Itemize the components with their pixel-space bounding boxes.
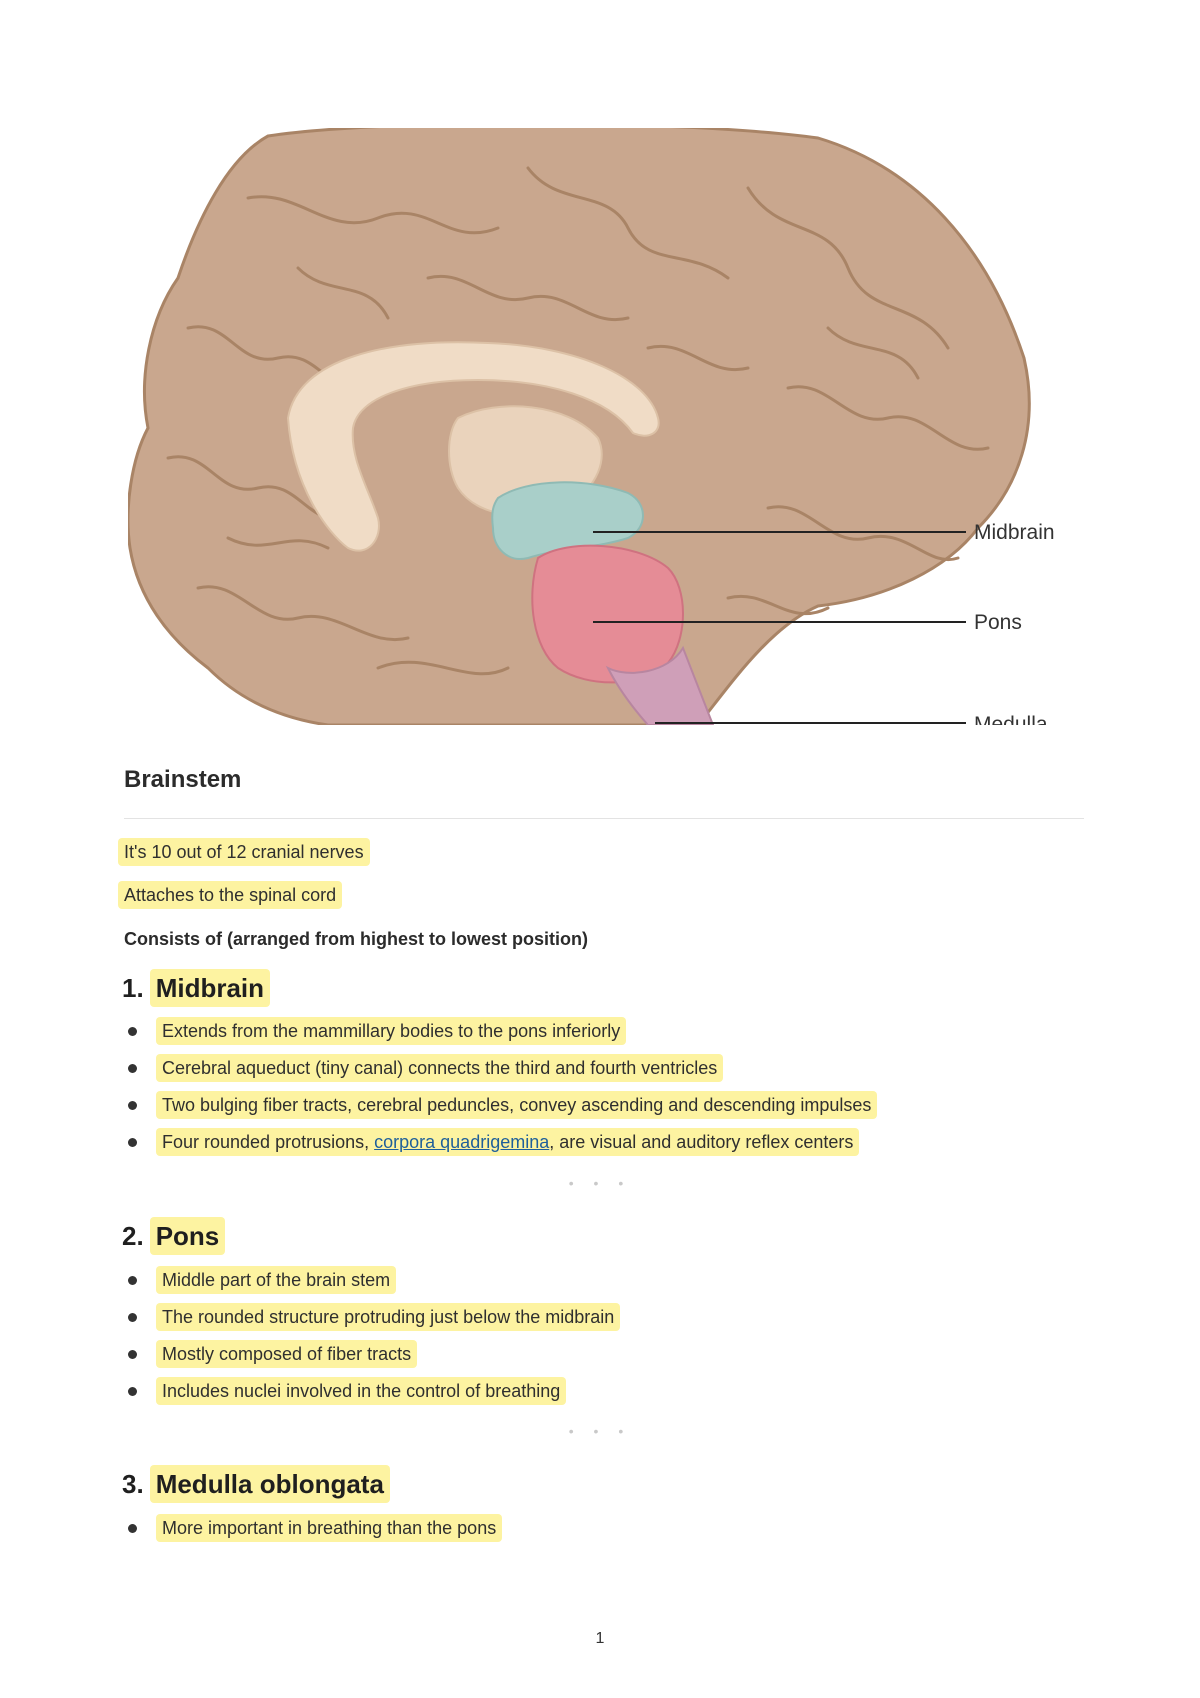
bullet-icon <box>128 1064 137 1073</box>
section-title: Brainstem <box>124 766 242 793</box>
list-item: Extends from the mammillary bodies to th… <box>126 1013 1086 1050</box>
heading-text: Pons <box>149 1217 226 1255</box>
list-item-text: Middle part of the brain stem <box>156 1266 397 1294</box>
text-before-link: Four rounded protrusions, <box>162 1132 375 1152</box>
midbrain-list: Extends from the mammillary bodies to th… <box>126 1013 1086 1161</box>
pons-list: Middle part of the brain stem The rounde… <box>126 1262 1086 1410</box>
separator: • • • <box>568 1423 632 1439</box>
list-item: Middle part of the brain stem <box>126 1262 1086 1299</box>
heading-number: 2. <box>122 1221 144 1251</box>
bullet-icon <box>128 1138 137 1147</box>
page-number: 1 <box>595 1630 605 1647</box>
medulla-shape <box>605 645 715 725</box>
pons-shape <box>531 544 684 684</box>
bullet-icon <box>128 1101 137 1110</box>
gyri-lines <box>166 166 990 676</box>
corpora-quadrigemina-link[interactable]: corpora quadrigemina <box>374 1132 550 1152</box>
midbrain-label: Midbrain <box>974 521 1055 544</box>
heading-number: 1. <box>122 973 144 1003</box>
bullet-icon <box>128 1027 137 1036</box>
bullet-icon <box>128 1350 137 1359</box>
list-item-text: More important in breathing than the pon… <box>156 1514 503 1542</box>
note-text: Attaches to the spinal cord <box>118 881 343 909</box>
label-pointers <box>593 531 966 724</box>
note-spinal-cord: Attaches to the spinal cord <box>118 881 343 909</box>
note-text: It's 10 out of 12 cranial nerves <box>118 838 370 866</box>
list-item-text: Extends from the mammillary bodies to th… <box>156 1017 627 1045</box>
note-cranial-nerves: It's 10 out of 12 cranial nerves <box>118 838 370 866</box>
brain-illustration: Midbrain Pons Medulla <box>128 128 1088 725</box>
list-item-text: The rounded structure protruding just be… <box>156 1303 621 1331</box>
list-item: Cerebral aqueduct (tiny canal) connects … <box>126 1050 1086 1087</box>
medulla-label: Medulla <box>974 713 1048 725</box>
separator: • • • <box>568 1175 632 1191</box>
bullet-icon <box>128 1524 137 1533</box>
heading-text: Midbrain <box>149 969 271 1007</box>
subhead: Consists of (arranged from highest to lo… <box>124 929 589 949</box>
list-item-text: Four rounded protrusions, corpora quadri… <box>156 1128 860 1156</box>
list-item: More important in breathing than the pon… <box>126 1510 1086 1547</box>
bullet-icon <box>128 1276 137 1285</box>
list-item: The rounded structure protruding just be… <box>126 1299 1086 1336</box>
list-item: Two bulging fiber tracts, cerebral pedun… <box>126 1087 1086 1124</box>
medulla-list: More important in breathing than the pon… <box>126 1510 1086 1547</box>
list-item: Four rounded protrusions, corpora quadri… <box>126 1124 1086 1161</box>
list-item-text: Mostly composed of fiber tracts <box>156 1340 418 1368</box>
corpus-callosum <box>286 341 660 552</box>
bullet-icon <box>128 1387 137 1396</box>
divider <box>124 818 1084 819</box>
pons-label: Pons <box>974 611 1022 634</box>
list-item: Mostly composed of fiber tracts <box>126 1336 1086 1373</box>
heading-pons: 2.Pons <box>122 1216 226 1256</box>
heading-number: 3. <box>122 1469 144 1499</box>
bullet-icon <box>128 1313 137 1322</box>
heading-midbrain: 1.Midbrain <box>122 968 271 1008</box>
heading-text: Medulla oblongata <box>149 1465 390 1503</box>
heading-medulla: 3.Medulla oblongata <box>122 1464 390 1504</box>
brain-diagram: Midbrain Pons Medulla <box>128 128 1055 725</box>
list-item-text: Includes nuclei involved in the control … <box>156 1377 567 1405</box>
list-item: Includes nuclei involved in the control … <box>126 1373 1086 1410</box>
midbrain-shape <box>491 481 644 560</box>
list-item-text: Cerebral aqueduct (tiny canal) connects … <box>156 1054 724 1082</box>
list-item-text: Two bulging fiber tracts, cerebral pedun… <box>156 1091 878 1119</box>
text-after-link: , are visual and auditory reflex centers <box>549 1132 854 1152</box>
